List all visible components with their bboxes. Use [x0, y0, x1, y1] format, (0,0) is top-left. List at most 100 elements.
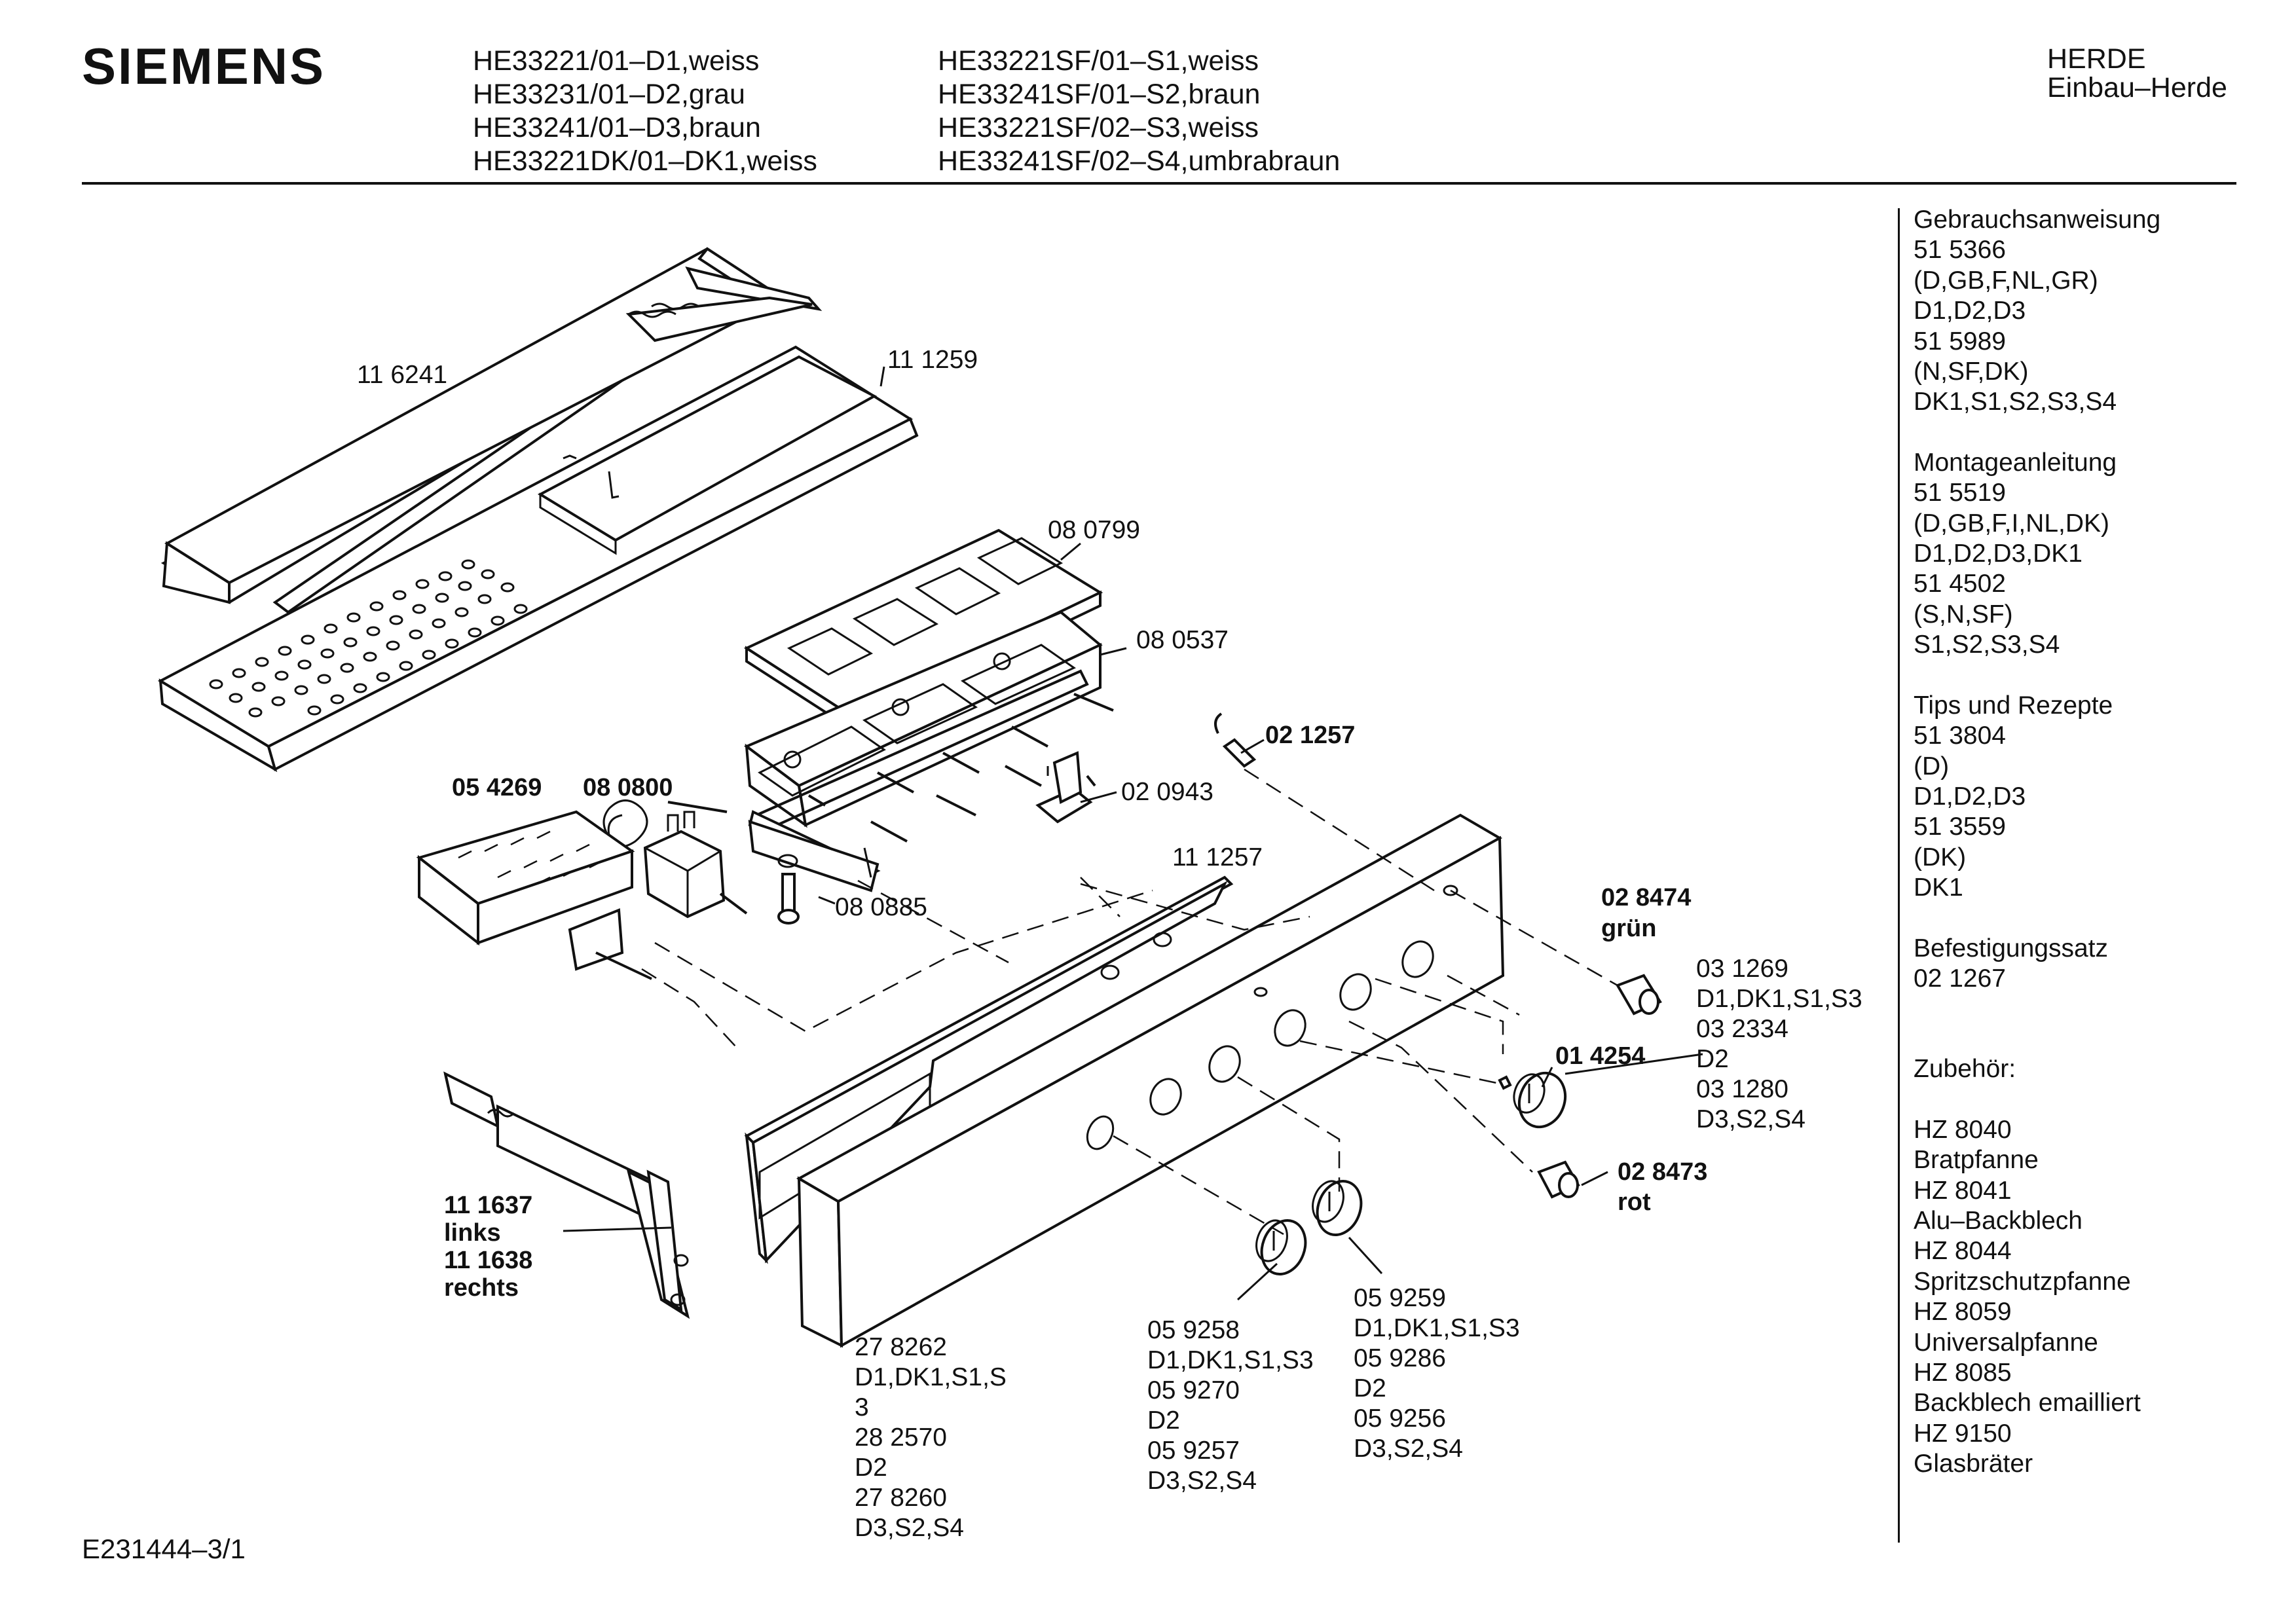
part-variant: D3,S2,S4	[1354, 1435, 1463, 1463]
part-variant: D3,S2,S4	[1696, 1105, 1805, 1133]
model-item: HE33221SF/01–S1,weiss	[938, 45, 1259, 77]
sidebar-line: Bratpfanne	[1914, 1146, 2039, 1175]
sidebar-line: D1,D2,D3,DK1	[1914, 540, 2083, 568]
header-rule	[82, 182, 2236, 185]
sidebar-line: DK1,S1,S2,S3,S4	[1914, 388, 2117, 416]
sidebar-line: (N,SF,DK)	[1914, 357, 2029, 386]
sidebar-notes: Gebrauchsanweisung 51 5366 (D,GB,F,NL,GR…	[1914, 205, 2160, 1480]
part-note-gruen: grün	[1601, 915, 1656, 942]
lamp-caps	[1537, 974, 1662, 1199]
sidebar-line: Backblech emailliert	[1914, 1389, 2141, 1418]
sidebar-line: 51 3559	[1914, 813, 2006, 841]
part-label-11-1259: 11 1259	[887, 346, 978, 374]
sidebar-line: Tips und Rezepte	[1914, 691, 2113, 720]
sidebar-line: HZ 9150	[1914, 1419, 2012, 1448]
control-panel	[796, 813, 1505, 1348]
vent-holes	[209, 559, 528, 718]
part-variant: D2	[1696, 1045, 1729, 1073]
part-label-05-9259: 05 9259	[1354, 1284, 1446, 1312]
model-item: HE33241SF/02–S4,umbrabraun	[938, 145, 1341, 177]
model-item: HE33231/01–D2,grau	[473, 79, 745, 110]
sidebar-line: HZ 8041	[1914, 1176, 2012, 1205]
indicator-lamp	[1214, 712, 1257, 768]
sidebar-line: (D,GB,F,NL,GR)	[1914, 266, 2098, 295]
part-variant: D2	[1147, 1406, 1180, 1435]
vent-grille-panel	[157, 345, 919, 773]
part-label-27-8260: 27 8260	[855, 1484, 947, 1512]
sidebar-line: HZ 8040	[1914, 1115, 2012, 1144]
part-label-28-2570: 28 2570	[855, 1423, 947, 1452]
part-label-01-4254: 01 4254	[1555, 1042, 1645, 1070]
part-note-rot: rot	[1618, 1188, 1651, 1216]
sidebar-line: Montageanleitung	[1914, 448, 2117, 477]
sidebar-line: D1,D2,D3	[1914, 782, 2026, 811]
sidebar-line: HZ 8044	[1914, 1237, 2012, 1266]
category-line: Einbau–Herde	[2047, 72, 2227, 103]
part-label-11-1638: 11 1638	[444, 1247, 532, 1274]
sidebar-line: D1,D2,D3	[1914, 297, 2026, 325]
model-list-2: HE33221SF/01–S1,weiss HE33241SF/01–S2,br…	[938, 45, 1340, 178]
part-variant: D1,DK1,S1,S	[855, 1363, 1007, 1391]
sidebar-line: Spritzschutzpfanne	[1914, 1267, 2131, 1296]
switch-block	[744, 610, 1114, 892]
exploded-view-diagram: 11 6241 11 1259 08 0799 08 0537 02 1257 …	[157, 247, 1862, 1542]
part-label-03-1269: 03 1269	[1696, 955, 1788, 983]
sidebar-line: Gebrauchsanweisung	[1914, 206, 2161, 234]
part-label-08-0537: 08 0537	[1136, 626, 1229, 654]
sidebar-line: 51 5366	[1914, 236, 2006, 265]
sidebar-line: DK1	[1914, 873, 1963, 902]
side-brackets	[443, 1071, 690, 1319]
sidebar-line: Universalpfanne	[1914, 1328, 2098, 1357]
model-item: HE33241SF/01–S2,braun	[938, 79, 1261, 110]
sidebar-divider	[1898, 208, 1900, 1543]
part-label-11-1637: 11 1637	[444, 1192, 532, 1219]
sidebar-line: Glasbräter	[1914, 1450, 2033, 1478]
part-label-08-0800: 08 0800	[583, 774, 673, 801]
control-knobs	[1255, 1071, 1567, 1275]
signal-lamp	[1035, 751, 1096, 824]
part-label-05-9286: 05 9286	[1354, 1344, 1446, 1372]
heating-element	[416, 810, 652, 980]
model-list-1: HE33221/01–D1,weiss HE33231/01–D2,grau H…	[473, 45, 817, 178]
sidebar-line: HZ 8059	[1914, 1298, 2012, 1327]
part-label-05-9257: 05 9257	[1147, 1437, 1240, 1465]
sidebar-line: Zubehör:	[1914, 1055, 2016, 1084]
sidebar-line: 51 5519	[1914, 479, 2006, 507]
sidebar-line: (S,N,SF)	[1914, 600, 2013, 629]
model-item: HE33241/01–D3,braun	[473, 112, 761, 143]
part-label-27-8262: 27 8262	[855, 1333, 947, 1361]
category-label: HERDE Einbau–Herde	[2047, 45, 2227, 102]
part-note-rechts: rechts	[444, 1274, 519, 1302]
part-variant: D1,DK1,S1,S3	[1147, 1346, 1314, 1374]
part-note-links: links	[444, 1219, 501, 1247]
part-label-02-1257: 02 1257	[1265, 722, 1355, 749]
part-label-11-1257: 11 1257	[1172, 843, 1263, 871]
sidebar-line: 02 1267	[1914, 964, 2006, 993]
part-label-03-1280: 03 1280	[1696, 1075, 1788, 1103]
part-label-02-8473: 02 8473	[1618, 1158, 1707, 1186]
brand-logo: SIEMENS	[82, 37, 326, 95]
screw	[777, 854, 800, 925]
sidebar-line: (DK)	[1914, 843, 1967, 871]
drawing-number: E231444–3/1	[82, 1533, 246, 1564]
sidebar-line: (D,GB,F,I,NL,DK)	[1914, 509, 2110, 538]
top-cover-panel	[160, 247, 823, 614]
sidebar-line: S1,S2,S3,S4	[1914, 631, 2060, 659]
part-variant: D1,DK1,S1,S3	[1354, 1314, 1520, 1342]
sidebar-line: 51 4502	[1914, 570, 2006, 598]
part-label-05-4269: 05 4269	[452, 774, 542, 801]
part-label-08-0885: 08 0885	[835, 893, 927, 921]
part-label-02-0943: 02 0943	[1121, 778, 1213, 806]
part-label-08-0799: 08 0799	[1048, 516, 1140, 544]
part-label-02-8474: 02 8474	[1601, 884, 1691, 911]
part-label-11-6241: 11 6241	[357, 361, 447, 389]
part-variant: D3,S2,S4	[855, 1514, 964, 1542]
sidebar-line: HZ 8085	[1914, 1359, 2012, 1387]
part-variant: 3	[855, 1393, 869, 1421]
part-label-05-9258: 05 9258	[1147, 1316, 1240, 1344]
model-item: HE33221SF/02–S3,weiss	[938, 112, 1259, 143]
part-label-03-2334: 03 2334	[1696, 1015, 1788, 1043]
sidebar-line: Alu–Backblech	[1914, 1206, 2083, 1235]
sidebar-line: Befestigungssatz	[1914, 934, 2109, 962]
category-line: HERDE	[2047, 43, 2146, 75]
